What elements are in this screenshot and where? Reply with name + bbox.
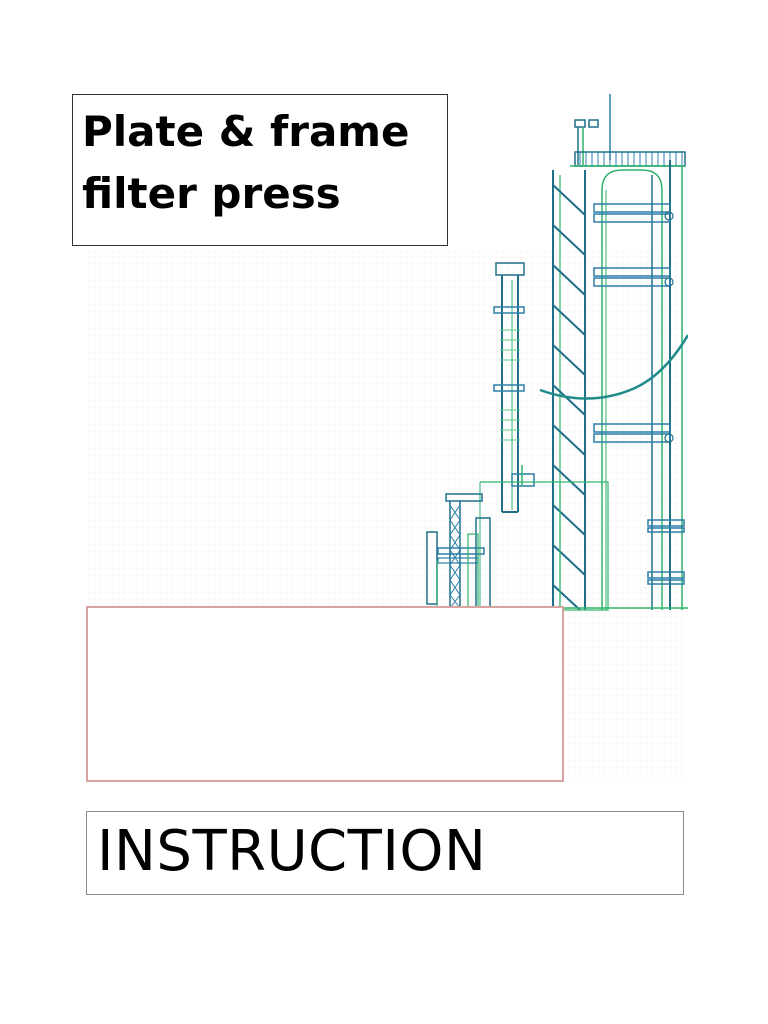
title-line-2: filter press xyxy=(82,169,341,218)
title-box: Plate & frame filter press xyxy=(72,94,448,246)
page-title: Plate & frame filter press xyxy=(82,101,410,225)
industrial-plant-icon xyxy=(420,94,688,611)
title-line-1: Plate & frame xyxy=(82,107,410,156)
subtitle-box xyxy=(86,606,564,782)
document-label: INSTRUCTION xyxy=(97,819,487,884)
instruction-box: INSTRUCTION xyxy=(86,811,684,895)
